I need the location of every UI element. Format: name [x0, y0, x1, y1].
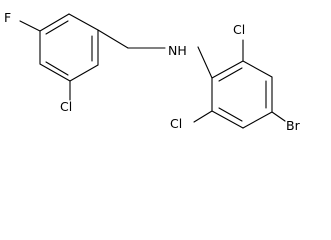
bond-n-ring — [197, 46, 213, 79]
bond — [39, 63, 71, 82]
bond-double-inner — [45, 20, 69, 35]
bond-to-fluorine — [19, 20, 41, 32]
bond-to-chlorine-bottom — [193, 110, 213, 123]
bond — [39, 13, 70, 32]
bond-double-inner — [218, 107, 243, 122]
chlorine-left-label: Cl — [60, 99, 72, 114]
chlorine-top-label: Cl — [233, 22, 245, 37]
bond-double-inner — [218, 67, 243, 82]
bond — [68, 13, 99, 31]
chlorine-bottom-label: Cl — [170, 116, 182, 131]
atom-labels: F Cl NH Cl Cl Br — [4, 10, 301, 133]
bond — [211, 110, 244, 129]
bond-double-inner — [45, 61, 69, 76]
bond-benzyl — [97, 29, 129, 49]
bonds — [19, 13, 286, 129]
bond — [242, 60, 273, 78]
bromine-label: Br — [286, 118, 301, 133]
fluorine-label: F — [4, 10, 11, 25]
bond-to-bromine — [271, 111, 286, 122]
amine-label: NH — [168, 43, 187, 58]
bond — [211, 60, 244, 79]
bond — [69, 64, 99, 82]
molecule-structure: F Cl NH Cl Cl Br — [4, 10, 301, 133]
bond — [242, 111, 273, 129]
